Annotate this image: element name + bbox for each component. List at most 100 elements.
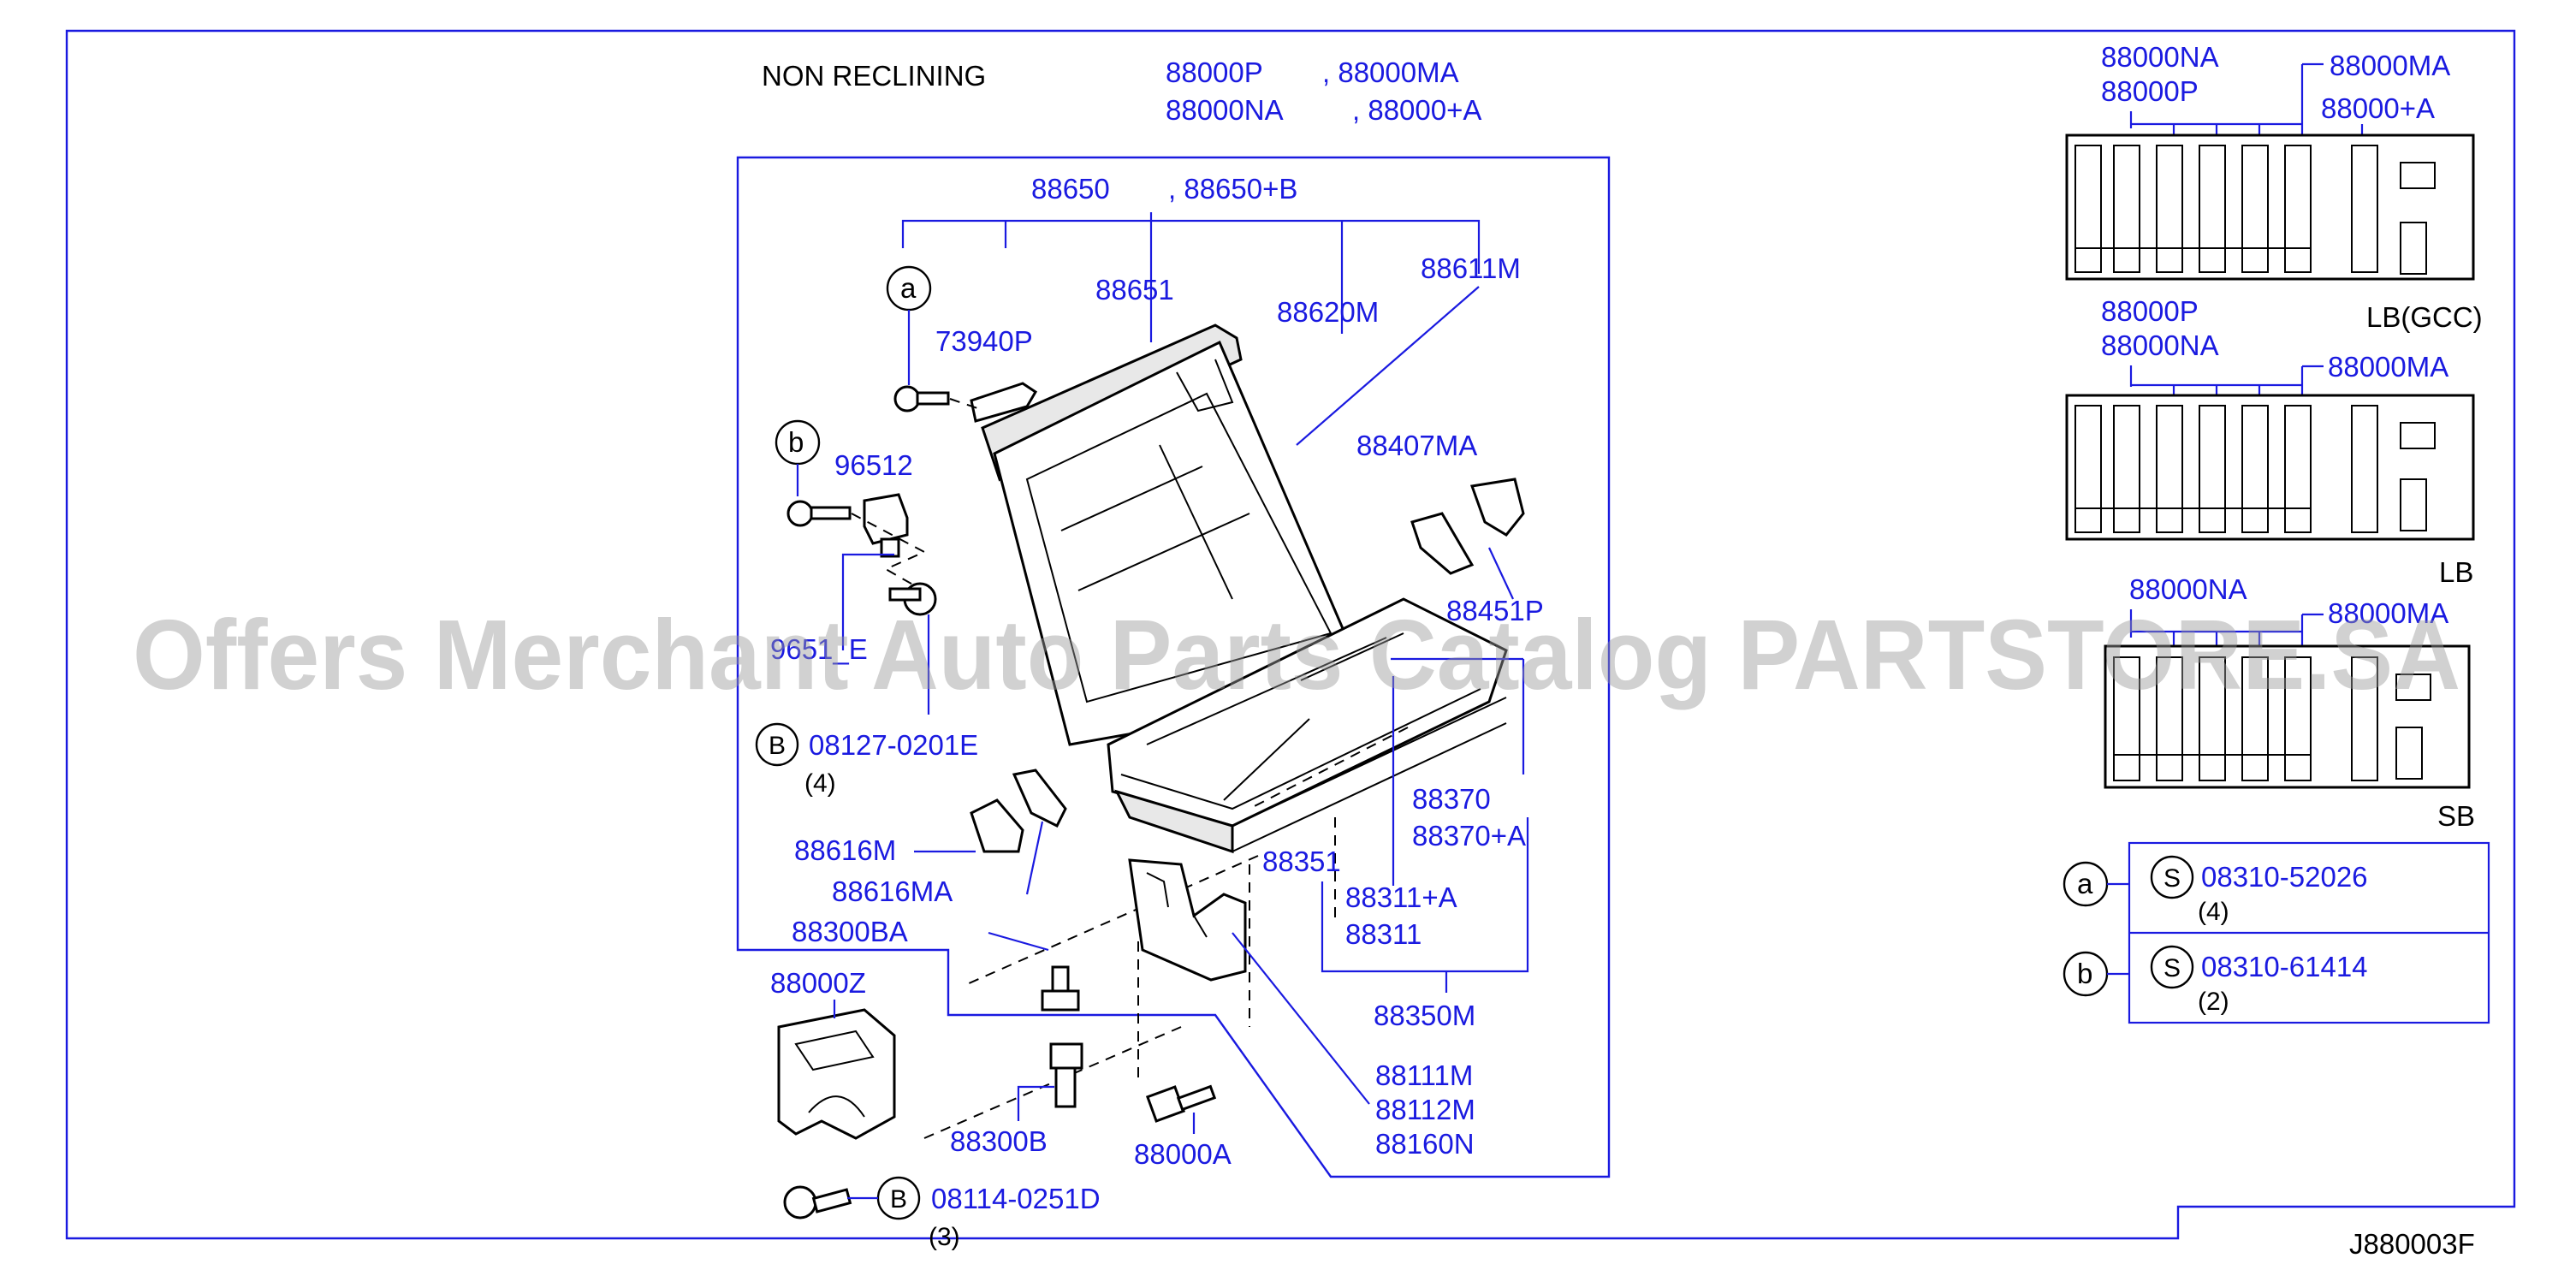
- svg-text:a: a: [2077, 868, 2093, 899]
- bolt-08114: [783, 1185, 852, 1220]
- watermark: Offers Merchant Auto Parts Catalog PARTS…: [133, 599, 2460, 710]
- mount-bracket: [1128, 858, 1247, 982]
- callout-bolt-08114: B: [876, 1176, 921, 1220]
- lb-label-88000MA: 88000MA: [2328, 351, 2448, 383]
- leader-88111M: [1232, 932, 1370, 1105]
- screw-a: [893, 385, 950, 412]
- cover-88616M: [970, 798, 1024, 853]
- part-9651E: 9651_E: [770, 633, 868, 665]
- bracket-88650: [901, 212, 1481, 342]
- leader-88300B: [1017, 1085, 1054, 1121]
- callout-b: b: [775, 419, 821, 466]
- svg-text:S: S: [2163, 864, 2181, 893]
- part-08127-0201E: 08127-0201E: [809, 729, 978, 761]
- part-88616M: 88616M: [794, 834, 896, 866]
- variant-lb-gcc: 88000NA 88000P 88000MA 88000+A LB(GCC): [2065, 41, 2483, 333]
- header-part-88000A: , 88000+A: [1352, 94, 1481, 126]
- part-88620M: 88620M: [1277, 296, 1379, 328]
- part-88370A: 88370+A: [1412, 820, 1526, 852]
- screw-9651E: [888, 582, 937, 616]
- part-88611M: 88611M: [1421, 252, 1521, 284]
- header-part-88000MA: , 88000MA: [1322, 56, 1459, 88]
- part-88616MA: 88616MA: [832, 875, 953, 907]
- diagram-title: NON RECLINING: [762, 60, 986, 92]
- sb-label-88000NA: 88000NA: [2129, 573, 2247, 605]
- svg-text:b: b: [788, 426, 804, 458]
- gcc-panel-outline: [2065, 134, 2475, 281]
- part-88350M: 88350M: [1374, 1000, 1475, 1031]
- screw-a-qty: (4): [2198, 898, 2229, 926]
- part-88451P: 88451P: [1446, 595, 1544, 626]
- bracket-88350M: [1321, 817, 1529, 993]
- part-88000Z: 88000Z: [770, 967, 866, 999]
- gcc-label-88000P: 88000P: [2101, 75, 2199, 107]
- lb-panel-outline: [2065, 394, 2475, 541]
- part-88112M: 88112M: [1375, 1094, 1475, 1125]
- variant-sb: 88000NA 88000MA SB: [2104, 573, 2475, 832]
- svg-text:a: a: [900, 272, 917, 304]
- part-88650B: , 88650+B: [1168, 173, 1297, 205]
- header-part-88000NA: 88000NA: [1166, 94, 1284, 126]
- leader-88370: [1391, 657, 1525, 886]
- guide-dash-1: [923, 727, 1409, 1139]
- sb-panel-outline: [2104, 644, 2471, 789]
- qty-08114: (3): [929, 1223, 960, 1251]
- gcc-label-88000NA: 88000NA: [2101, 41, 2219, 73]
- cover-88407MA: [1410, 512, 1475, 575]
- part-88300B: 88300B: [950, 1125, 1048, 1157]
- sb-caption: SB: [2437, 800, 2475, 832]
- seat-cushion: [1107, 597, 1508, 854]
- bracket-88000Z: [777, 1008, 896, 1140]
- svg-text:S: S: [2163, 954, 2181, 982]
- part-88311: 88311: [1345, 918, 1422, 950]
- bracket-96512: [863, 493, 909, 558]
- svg-text:B: B: [890, 1185, 907, 1214]
- screw-table: a S 08310-52026 (4) b S 08310-61414 (2): [2063, 841, 2490, 1024]
- bolt-88000A: [1145, 1084, 1217, 1123]
- qty-08127: (4): [804, 769, 836, 798]
- bolt-88300BA: [1041, 965, 1080, 1012]
- outer-border: [65, 29, 2516, 1240]
- svg-text:b: b: [2077, 958, 2092, 989]
- screw-row-a: a S 08310-52026 (4): [2063, 855, 2368, 926]
- figure-code: J880003F: [2349, 1228, 2475, 1260]
- gcc-caption: LB(GCC): [2366, 301, 2483, 333]
- part-88651: 88651: [1095, 274, 1174, 306]
- part-88650: 88650: [1031, 173, 1110, 205]
- screw-b-part: 08310-61414: [2201, 951, 2368, 982]
- leader-88300BA: [988, 931, 1049, 952]
- part-88111M: 88111M: [1375, 1059, 1473, 1091]
- main-frame: [736, 156, 1611, 1178]
- part-73940P: 73940P: [935, 325, 1033, 357]
- leader-88611M: [1296, 286, 1480, 446]
- part-08114-0251D: 08114-0251D: [931, 1183, 1101, 1214]
- leader-88616MA: [1025, 821, 1044, 895]
- lb-label-88000P: 88000P: [2101, 295, 2199, 327]
- part-88407MA: 88407MA: [1356, 430, 1477, 461]
- leader-88451P: [1488, 547, 1514, 600]
- screw-row-b: b S 08310-61414 (2): [2063, 945, 2368, 1016]
- part-88000A: 88000A: [1134, 1138, 1232, 1170]
- header-part-88000P: 88000P: [1166, 56, 1263, 88]
- seat-back: [981, 323, 1354, 746]
- screw-b-qty: (2): [2198, 988, 2229, 1016]
- gcc-label-88000A: 88000+A: [2321, 92, 2435, 124]
- lb-label-88000NA: 88000NA: [2101, 329, 2219, 361]
- guide-dash-a: [949, 398, 981, 410]
- part-88160N: 88160N: [1375, 1128, 1475, 1160]
- screw-b: [786, 500, 852, 527]
- leader-9651E: [841, 553, 930, 715]
- lb-caption: LB: [2439, 556, 2473, 588]
- part-88370: 88370: [1412, 783, 1491, 815]
- variant-lb: 88000P 88000NA 88000MA LB: [2065, 295, 2475, 588]
- part-88300BA: 88300BA: [792, 916, 908, 947]
- part-88351: 88351: [1262, 846, 1341, 877]
- screw-a-part: 08310-52026: [2201, 861, 2368, 893]
- clip-73940P: [970, 382, 1038, 423]
- guide-dash-b: [851, 513, 927, 587]
- part-88311A: 88311+A: [1345, 881, 1457, 913]
- callout-bolt-08127: B: [755, 722, 799, 767]
- callout-a: a: [886, 265, 932, 312]
- svg-text:B: B: [769, 732, 786, 760]
